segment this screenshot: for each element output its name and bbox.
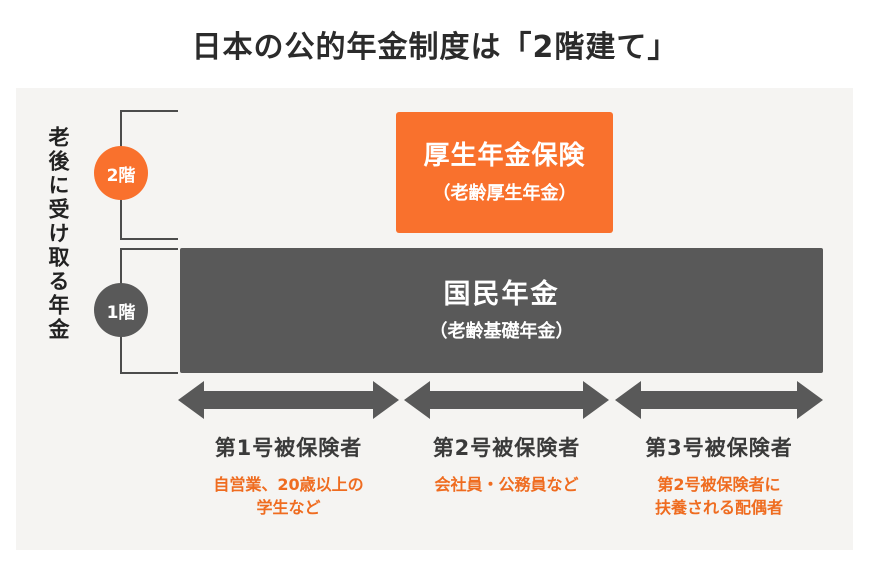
- tier2-box: 厚生年金保険 （老齢厚生年金）: [396, 112, 613, 233]
- tier1-box: 国民年金 （老齢基礎年金）: [180, 248, 823, 373]
- tier1-subname: （老齢基礎年金）: [429, 321, 574, 343]
- floor-badge-2f: 2階: [94, 146, 148, 200]
- tier1-name: 国民年金: [443, 278, 560, 310]
- tier2-subname: （老齢厚生年金）: [432, 182, 577, 204]
- double-arrow-icon: [615, 381, 823, 419]
- category-3-title: 第3号被保険者: [645, 436, 793, 460]
- category-2-title: 第2号被保険者: [432, 436, 581, 460]
- page-title: 日本の公的年金制度は「2階建て」: [191, 30, 679, 65]
- range-arrow-3: [615, 381, 823, 419]
- range-arrow-2: [404, 381, 609, 419]
- category-2-desc: 会社員・公務員など: [434, 475, 579, 494]
- category-1-title: 第1号被保険者: [214, 436, 363, 460]
- category-3-desc: 第2号被保険者に 扶養される配偶者: [654, 475, 783, 518]
- category-3: 第3号被保険者 第2号被保険者に 扶養される配偶者: [615, 432, 823, 519]
- double-arrow-icon: [404, 381, 609, 419]
- double-arrow-icon: [178, 381, 399, 419]
- tier2-name: 厚生年金保険: [423, 141, 586, 172]
- category-1: 第1号被保険者 自営業、20歳以上の 学生など: [178, 432, 399, 519]
- vertical-axis-label: 老後に受け取る年金: [46, 126, 70, 342]
- category-1-desc: 自営業、20歳以上の 学生など: [213, 475, 364, 518]
- floor-badge-1f: 1階: [94, 283, 148, 337]
- range-arrow-1: [178, 381, 399, 419]
- category-2: 第2号被保険者 会社員・公務員など: [404, 432, 609, 496]
